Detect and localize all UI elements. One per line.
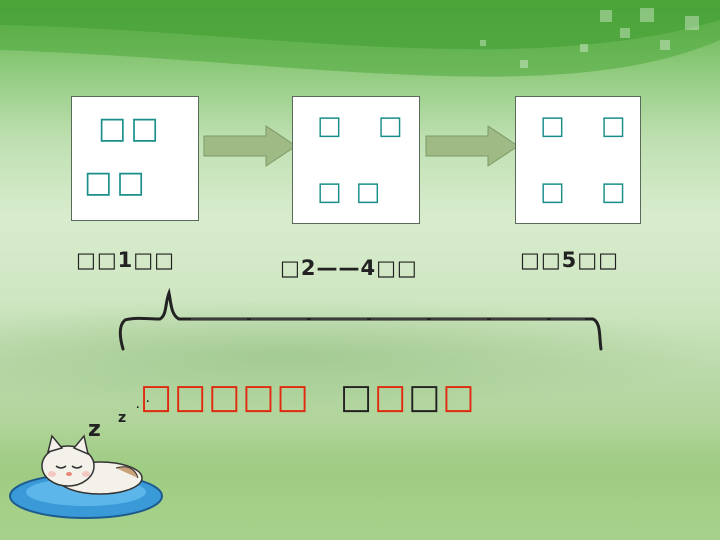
pixel-decoration xyxy=(520,60,528,68)
background-wave xyxy=(0,0,720,77)
stage-box-3: □ □ □ □ xyxy=(515,96,641,224)
stage-box-3-line2: □ □ xyxy=(540,177,640,207)
stage-label-3: □□5□□ xyxy=(520,248,619,272)
pixel-decoration xyxy=(620,28,630,38)
stage-box-3-line1: □ □ xyxy=(540,111,640,141)
highlight-phrase: □□□□□ xyxy=(140,377,311,417)
mixed-char-3: □ xyxy=(408,377,443,417)
right-arrow-icon xyxy=(203,125,297,167)
pixel-decoration xyxy=(660,40,670,50)
pixel-decoration xyxy=(480,40,486,46)
svg-text:.: . xyxy=(146,395,149,405)
pixel-decoration xyxy=(640,8,654,22)
mixed-char-2: □ xyxy=(374,377,409,417)
svg-text:z: z xyxy=(88,417,101,442)
stage-label-1: □□1□□ xyxy=(76,248,175,272)
svg-text:.: . xyxy=(136,401,139,411)
stage-box-1-line1: □□ xyxy=(98,111,163,146)
stage-box-2-line1: □ □ xyxy=(317,111,417,141)
svg-text:z: z xyxy=(118,410,126,426)
curly-brace xyxy=(118,287,603,351)
stage-box-1: □□ □□ xyxy=(71,96,199,221)
sleeping-cat-icon: z z . . xyxy=(9,395,163,519)
right-arrow-icon xyxy=(425,125,519,167)
pixel-decoration xyxy=(600,10,612,22)
stage-box-2: □ □ □□ xyxy=(292,96,420,224)
mixed-char-1: □ xyxy=(340,377,375,417)
mixed-char-4: □ xyxy=(442,377,477,417)
pixel-decoration xyxy=(685,16,699,30)
pixel-decoration xyxy=(580,44,588,52)
mixed-phrase: □□□□ xyxy=(340,377,477,417)
stage-label-2: □2——4□□ xyxy=(280,256,418,280)
stage-box-2-line2: □□ xyxy=(317,177,395,207)
stage-box-1-line2: □□ xyxy=(84,165,149,200)
